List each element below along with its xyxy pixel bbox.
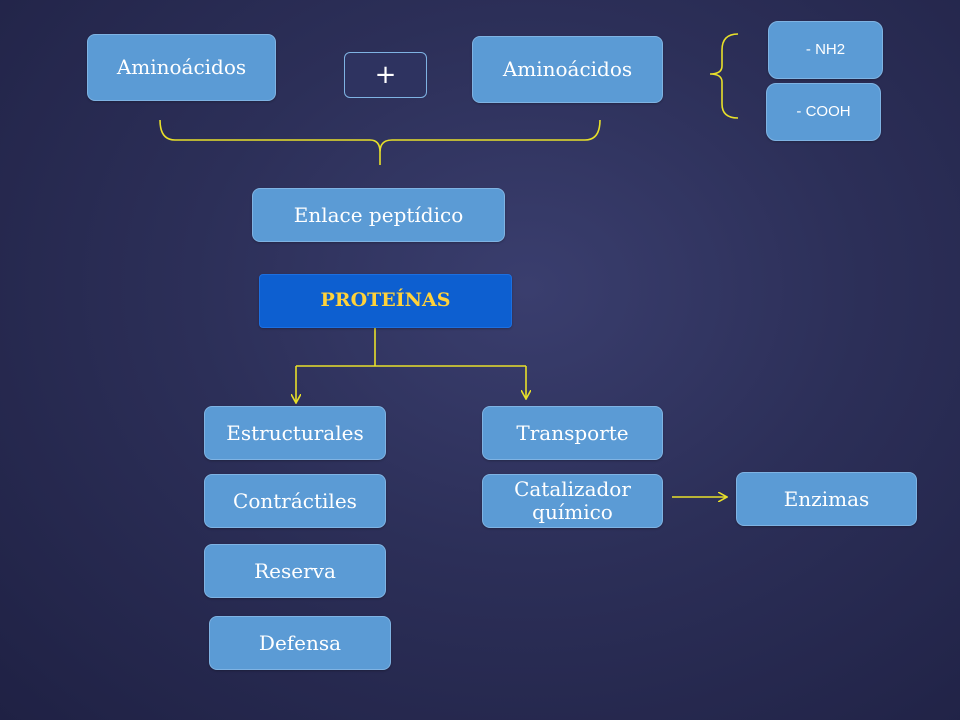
amino-bracket [159,119,601,165]
estructurales-box: Estructurales [204,406,386,460]
defensa-box: Defensa [209,616,391,670]
amino-left-box: Aminoácidos [87,34,276,101]
contractiles-box: Contráctiles [204,474,386,528]
catalizador-box: Catalizador químico [482,474,663,528]
cooh-group-box: - COOH [766,83,881,141]
enzimas-box: Enzimas [736,472,917,526]
plus-sign: + [344,52,427,98]
reserva-box: Reserva [204,544,386,598]
amino-right-box: Aminoácidos [472,36,663,103]
group-brace [709,33,739,119]
proteins-root-box: PROTEÍNAS [259,274,512,328]
nh2-group-box: - NH2 [768,21,883,79]
peptide-bond-box: Enlace peptídico [252,188,505,242]
transporte-box: Transporte [482,406,663,460]
